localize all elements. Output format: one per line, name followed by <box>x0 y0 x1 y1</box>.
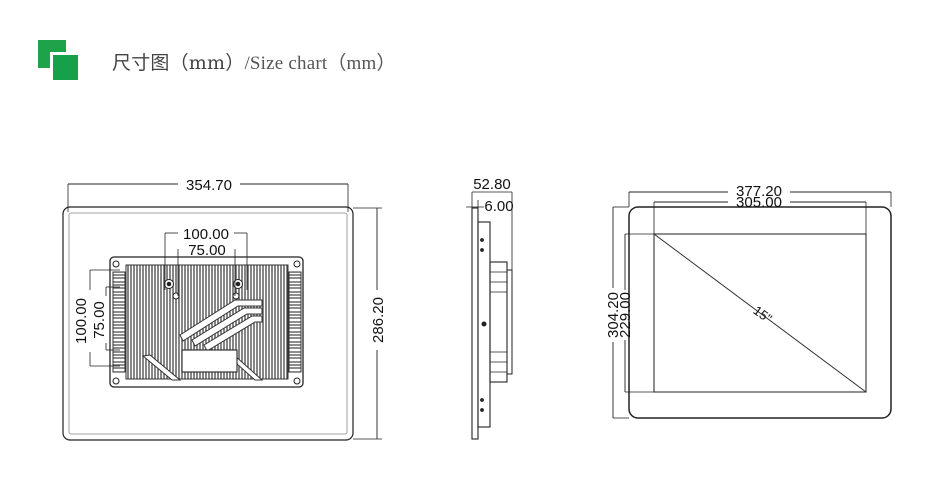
display-width-label: 305.00 <box>736 194 782 211</box>
front-height-label: 304.20 <box>605 292 622 338</box>
display-height-label: 229.00 <box>617 292 634 338</box>
rear-view <box>62 183 382 441</box>
front-width-label: 377.20 <box>736 183 782 200</box>
front-view <box>612 191 892 419</box>
logo-icon <box>38 40 80 80</box>
page-title: 尺寸图（mm）/Size chart（mm） <box>112 48 396 75</box>
rear-width-label: 354.70 <box>186 177 232 194</box>
diagonal-label: 15" <box>751 303 776 327</box>
heatsink <box>109 256 304 388</box>
side-depth-label: 52.80 <box>473 176 511 193</box>
title-english: /Size chart（mm） <box>244 53 396 74</box>
rear-frame <box>62 206 354 441</box>
side-bezel-label: 6.00 <box>484 198 513 215</box>
hole-v-outer-label: 100.00 <box>73 298 90 344</box>
header: 尺寸图（mm）/Size chart（mm） <box>38 40 898 80</box>
rear-height-label: 286.20 <box>370 297 387 343</box>
front-frame <box>628 206 892 419</box>
title-chinese: 尺寸图（mm） <box>112 52 245 74</box>
hole-h-outer-label: 100.00 <box>183 226 229 243</box>
side-view <box>466 191 513 440</box>
hole-v-inner-label: 75.00 <box>91 301 108 339</box>
hole-h-inner-label: 75.00 <box>188 242 226 259</box>
label-plate <box>181 349 238 373</box>
display-area <box>653 233 867 393</box>
